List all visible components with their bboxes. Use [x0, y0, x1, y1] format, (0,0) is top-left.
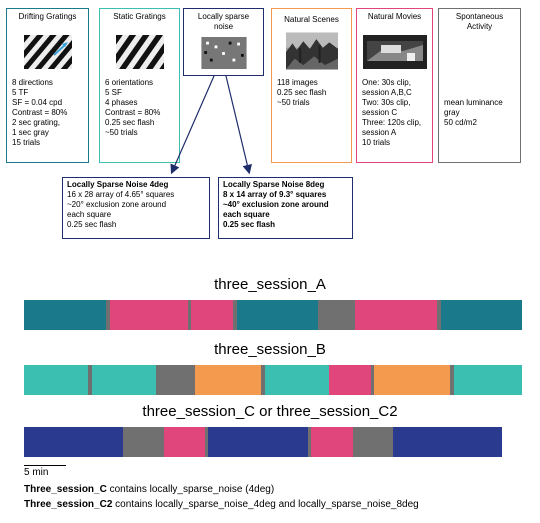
session-c-segment [393, 427, 502, 457]
stim-box-natural-scenes: Natural Scenes 118 images 0.25 sec flash… [271, 8, 352, 163]
stim-title: Static Gratings [113, 12, 166, 21]
lsn-arrows [170, 75, 252, 175]
stim-box-spontaneous-activity: Spontaneous Activity mean luminance gray… [438, 8, 521, 163]
session-b-segment [92, 365, 156, 395]
session-b-title: three_session_B [214, 341, 326, 358]
session-c-segment [164, 427, 205, 457]
footnote-c2: Three_session_C2 contains locally_sparse… [24, 499, 419, 510]
detail-title: Locally Sparse Noise 4deg [67, 180, 169, 189]
stim-desc: 6 orientations 5 SF 4 phases Contrast = … [105, 78, 161, 137]
stim-box-natural-movies: Natural Movies One: 30s clip, session A,… [356, 8, 433, 163]
stim-title: Locally sparse noise [197, 12, 250, 31]
session-a-title: three_session_A [214, 276, 326, 293]
stim-title: Spontaneous Activity [455, 12, 504, 31]
session-a-segment [110, 300, 188, 330]
stim-box-static-gratings: Static Gratings 6 orientations 5 SF 4 ph… [99, 8, 180, 163]
detail-title: Locally Sparse Noise 8deg [223, 180, 325, 189]
session-b-segment [88, 365, 92, 395]
sparse-noise-image [200, 37, 247, 69]
stim-title: Natural Scenes [284, 15, 339, 24]
stim-title: Natural Movies [367, 12, 422, 21]
session-c-bar [24, 427, 502, 457]
session-a-segment [191, 300, 233, 330]
stim-desc: 8 directions 5 TF SF = 0.04 cpd Contrast… [12, 78, 68, 147]
session-a-segment [437, 300, 441, 330]
stim-desc: 118 images 0.25 sec flash ~50 trials [277, 78, 327, 107]
session-c-title: three_session_C or three_session_C2 [142, 403, 398, 420]
stim-box-drifting-gratings: Drifting Gratings 8 directions 5 TF SF =… [6, 8, 89, 163]
static-grating-image [115, 35, 164, 69]
footnote-c2-rest: contains locally_sparse_noise_4deg and l… [112, 499, 419, 510]
session-b-segment [195, 365, 261, 395]
session-c-segment [24, 427, 123, 457]
footnote-c2-bold: Three_session_C2 [24, 499, 113, 510]
session-a-segment [355, 300, 437, 330]
session-a-segment [318, 300, 355, 330]
detail-body: 8 x 14 array of 9.3° squares ~40° exclus… [223, 190, 329, 229]
lsn-4deg-detail: Locally Sparse Noise 4deg 16 x 28 array … [62, 177, 210, 239]
scale-bar [24, 465, 66, 466]
lsn-8deg-detail: Locally Sparse Noise 8deg 8 x 14 array o… [218, 177, 353, 239]
footnote-c: Three_session_C contains locally_sparse_… [24, 484, 274, 495]
session-b-segment [265, 365, 329, 395]
arrow-to-lsn-8deg [225, 75, 252, 175]
footnote-c-rest: contains locally_sparse_noise (4deg) [106, 484, 275, 495]
natural-scene-image [285, 32, 338, 70]
session-c-segment [208, 427, 308, 457]
stim-desc: mean luminance gray 50 cd/m2 [444, 98, 503, 127]
session-b-segment [450, 365, 454, 395]
session-c-segment [308, 427, 311, 457]
stim-title: Drifting Gratings [18, 12, 77, 21]
session-a-segment [188, 300, 191, 330]
session-a-bar [24, 300, 522, 330]
session-a-segment [441, 300, 522, 330]
session-b-bar [24, 365, 522, 395]
session-a-segment [237, 300, 318, 330]
stim-desc: One: 30s clip, session A,B,C Two: 30s cl… [362, 78, 422, 147]
session-b-segment [261, 365, 265, 395]
session-c-segment [353, 427, 393, 457]
detail-body: 16 x 28 array of 4.65° squares ~20° excl… [67, 190, 175, 229]
session-c-segment [311, 427, 353, 457]
session-b-segment [156, 365, 195, 395]
stim-box-locally-sparse-noise: Locally sparse noise [183, 8, 264, 76]
session-a-segment [24, 300, 106, 330]
scale-label: 5 min [24, 467, 49, 478]
session-b-segment [24, 365, 88, 395]
session-b-segment [329, 365, 371, 395]
session-b-segment [454, 365, 522, 395]
session-c-segment [123, 427, 164, 457]
drifting-grating-image [23, 35, 72, 69]
session-a-segment [233, 300, 237, 330]
session-c-segment [205, 427, 208, 457]
arrow-to-lsn-4deg [170, 75, 215, 175]
footnote-c-bold: Three_session_C [24, 484, 107, 495]
natural-movie-image [362, 35, 427, 69]
session-b-segment [374, 365, 450, 395]
session-b-segment [371, 365, 374, 395]
session-a-segment [106, 300, 110, 330]
